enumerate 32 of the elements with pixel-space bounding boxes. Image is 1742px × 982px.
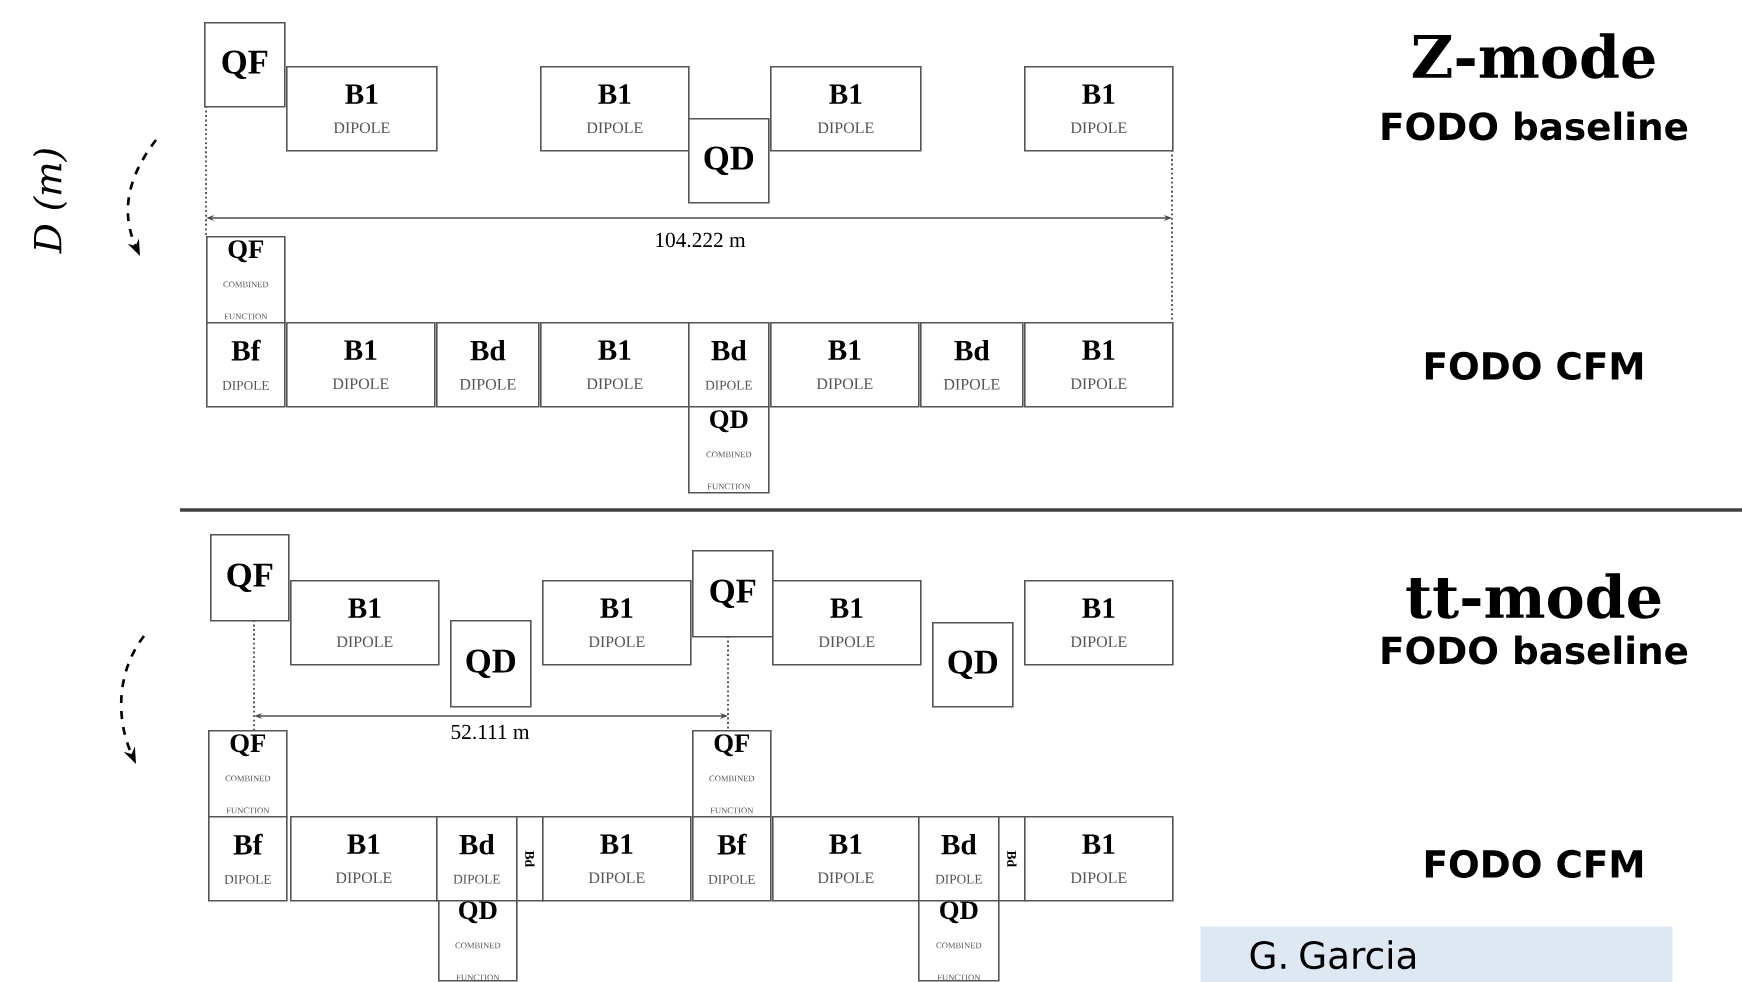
magnet-box: Bd DIPOLE	[920, 321, 1024, 408]
magnet-box: QD	[932, 622, 1014, 708]
credit-box: G. Garcia	[1200, 926, 1673, 982]
magnet-box: B1 DIPOLE	[772, 580, 922, 666]
magnet-box: B1 DIPOLE	[1024, 580, 1174, 666]
lattice-label: FODO CFM	[1425, 849, 1643, 879]
magnet-box: B1 DIPOLE	[542, 580, 692, 666]
magnet-box: B1 DIPOLE	[290, 816, 438, 902]
magnet-box: QF	[204, 22, 286, 108]
magnet-box: B1 DIPOLE	[286, 66, 438, 152]
magnet-box: QF	[692, 550, 774, 638]
magnet-box: B1 DIPOLE	[770, 321, 920, 408]
dimension-label: 52.111 m	[447, 722, 533, 742]
magnet-box: B1 DIPOLE	[290, 580, 440, 666]
magnet-box: B1 DIPOLE	[772, 816, 920, 902]
magnet-box: B1 DIPOLE	[540, 321, 690, 408]
magnet-box: B1 DIPOLE	[770, 66, 922, 152]
magnet-box: QD	[688, 118, 770, 204]
dimension-label: 104.222 m	[651, 230, 749, 250]
magnet-box: B1 DIPOLE	[540, 66, 690, 152]
magnet-box: QD	[450, 620, 532, 708]
lattice-label: FODO baseline	[1382, 635, 1688, 665]
mode-title: tt-mode	[1406, 573, 1661, 619]
magnet-box: B1 DIPOLE	[1024, 321, 1174, 408]
magnet-box: QF	[210, 534, 290, 622]
magnet-box: B1 DIPOLE	[286, 321, 436, 408]
magnet-box: B1 DIPOLE	[1024, 66, 1174, 152]
lattice-label: FODO CFM	[1425, 351, 1643, 381]
axis-label: D (m)	[32, 149, 68, 254]
magnet-box: Bd DIPOLE	[436, 321, 540, 408]
lattice-label: FODO baseline	[1382, 111, 1688, 141]
mode-title: Z-mode	[1412, 33, 1655, 79]
